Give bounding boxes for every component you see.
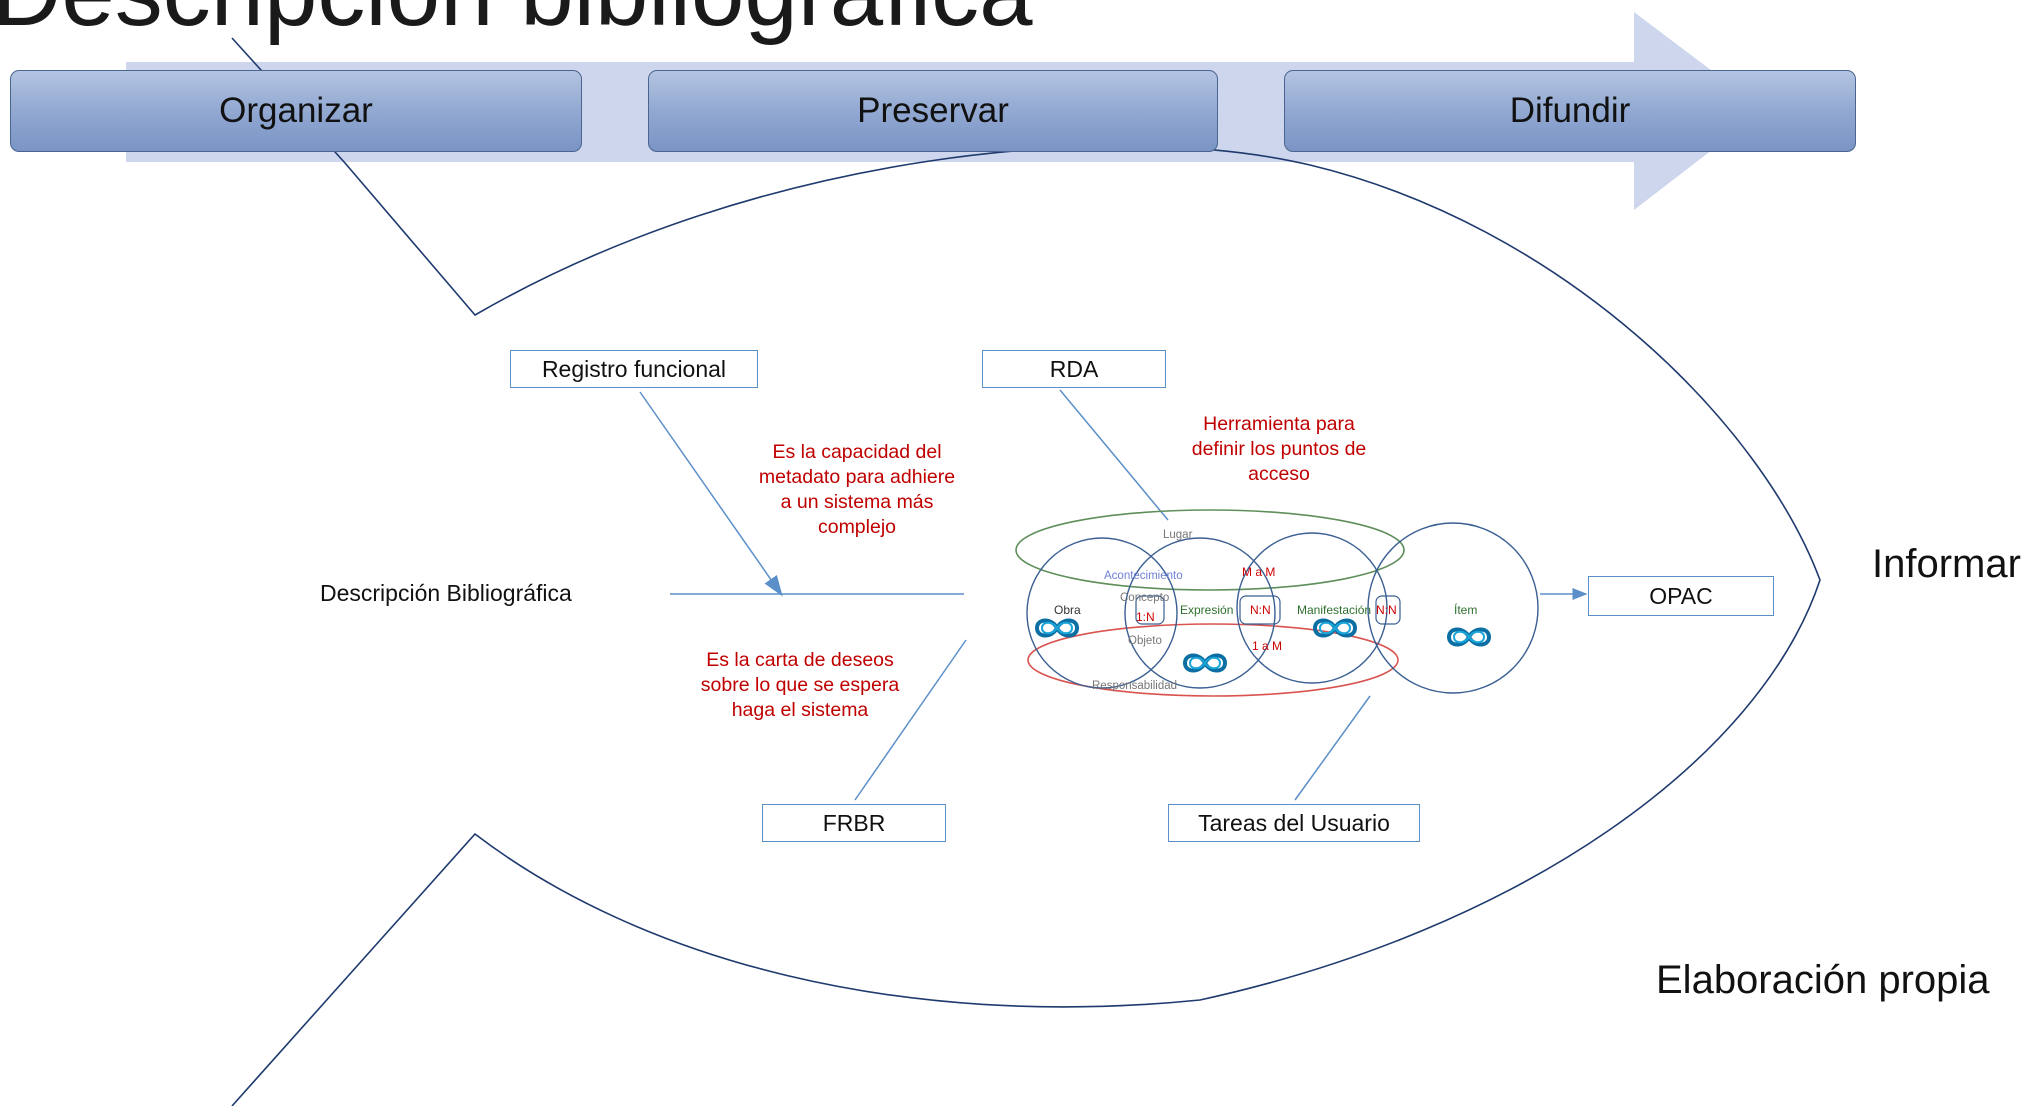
cause-frbr: FRBR — [762, 804, 946, 842]
note-rda: Herramienta para definir los puntos de a… — [1191, 413, 1367, 485]
process-step-preservar[interactable]: Preservar — [648, 70, 1218, 152]
fish-outline — [231, 37, 1821, 1106]
frbr-model: Lugar Acontecimiento Concepto Objeto Res… — [1015, 509, 1539, 697]
frbr-rel-1am: 1 a M — [1252, 639, 1282, 653]
frbr-rel-1n: 1:N — [1136, 610, 1155, 624]
note-frbr: Es la carta de deseos sobre lo que se es… — [700, 649, 900, 721]
fish-head-label: Informar — [1872, 542, 2021, 586]
frbr-lugar: Lugar — [1163, 529, 1193, 541]
frbr-rel-mam: M a M — [1242, 565, 1275, 579]
cause-registro-funcional: Registro funcional — [510, 350, 758, 388]
frbr-concepto: Concepto — [1120, 592, 1169, 604]
cause-tareas-del-usuario: Tareas del Usuario — [1168, 804, 1420, 842]
frbr-rel-nn-2: N:N — [1376, 603, 1397, 617]
note-registro-funcional: Es la capacidad del metadato para adhier… — [758, 441, 956, 538]
fishbone-bones — [639, 389, 1588, 801]
frbr-manifestacion: Manifestación — [1297, 603, 1371, 617]
credit-text: Elaboración propia — [1656, 958, 1990, 1002]
frbr-acontecimiento: Acontecimiento — [1104, 570, 1183, 582]
process-step-difundir[interactable]: Difundir — [1284, 70, 1856, 152]
cause-rda: RDA — [982, 350, 1166, 388]
frbr-responsabilidad: Responsabilidad — [1092, 680, 1177, 692]
spine-label: Descripción Bibliográfica — [320, 580, 572, 606]
output-opac: OPAC — [1588, 576, 1774, 616]
process-step-organizar[interactable]: Organizar — [10, 70, 582, 152]
frbr-expresion: Expresión — [1180, 603, 1233, 617]
frbr-rel-nn-1: N:N — [1250, 603, 1271, 617]
slide-title: Descripción bibliográfica — [0, 0, 1032, 48]
frbr-obra: Obra — [1054, 603, 1081, 617]
frbr-item: Ítem — [1454, 602, 1477, 617]
frbr-objeto: Objeto — [1128, 635, 1162, 647]
